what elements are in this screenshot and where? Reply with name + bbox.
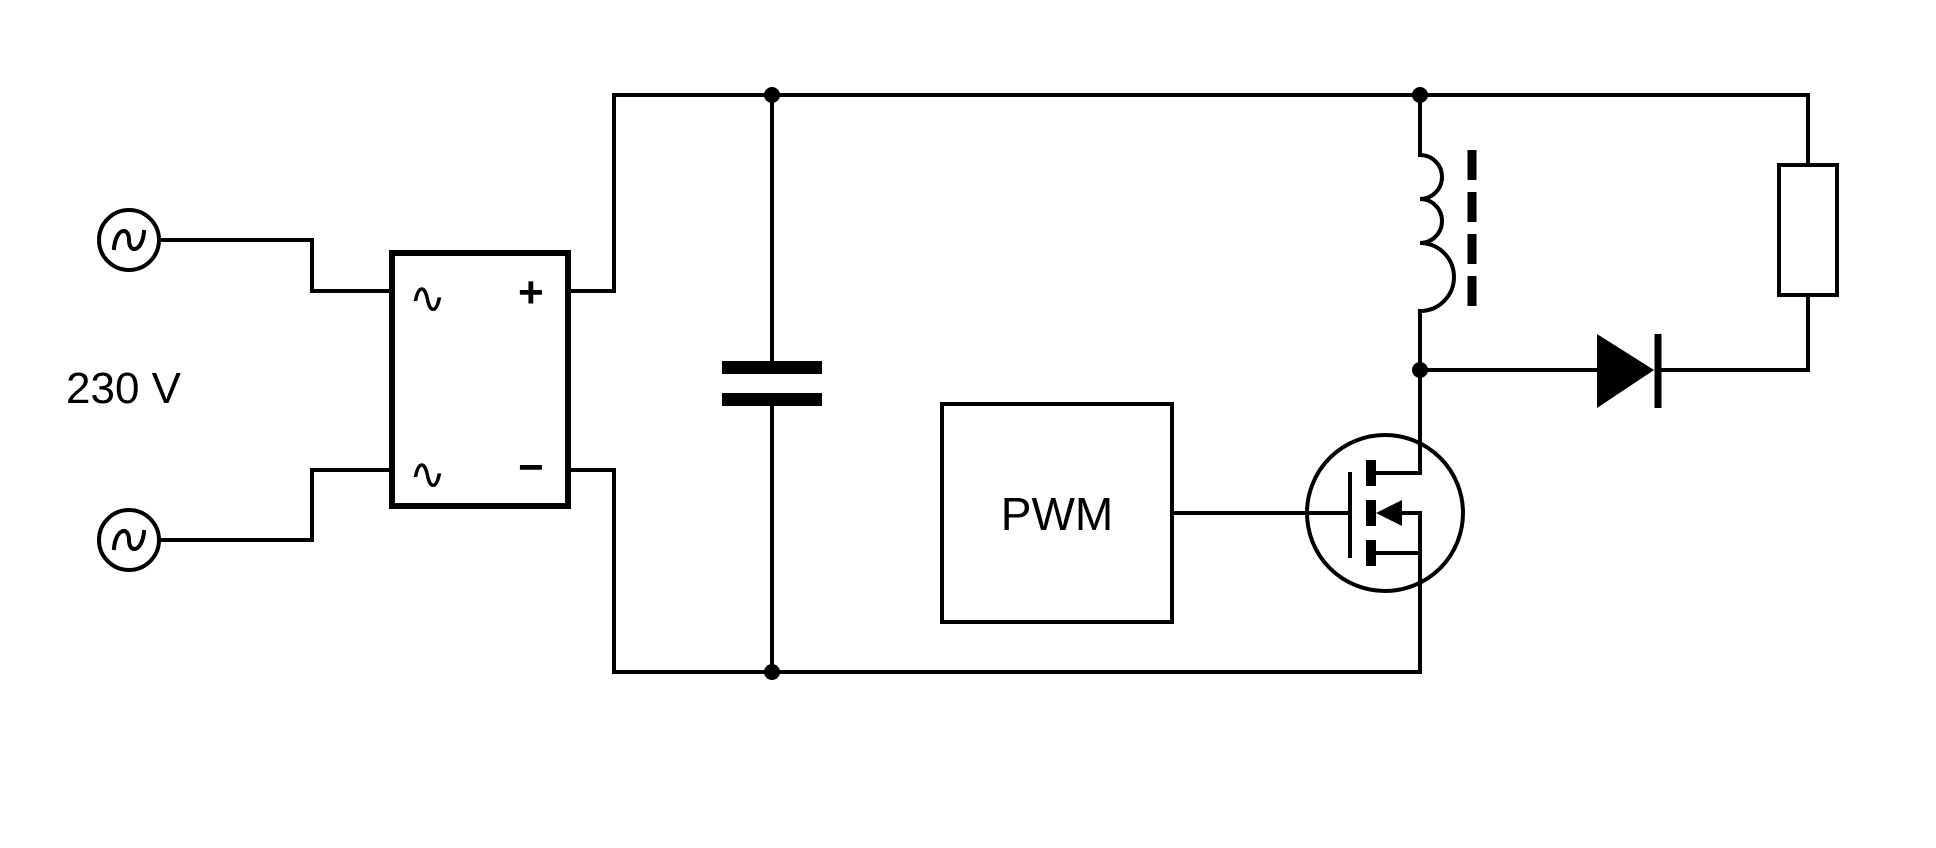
rectifier-minus-symbol: − (518, 443, 544, 492)
pwm-label: PWM (1001, 488, 1113, 540)
mosfet-channel-drain (1366, 460, 1376, 486)
ac-source-top (97, 208, 161, 272)
rectifier-ac-symbol-top: ∿ (409, 274, 446, 323)
mosfet-channel-body (1366, 500, 1376, 526)
junction-dot-cap-top (764, 87, 780, 103)
inductor (1417, 93, 1477, 372)
wire-dc-positive-rail (566, 93, 1810, 293)
mosfet (1305, 368, 1465, 674)
rectifier-ac-symbol-bottom: ∿ (409, 450, 446, 499)
wire-ac-bottom (157, 468, 394, 542)
bridge-rectifier: ∿ ∿ + − (389, 250, 571, 509)
pwm-controller: PWM (940, 402, 1174, 624)
diode (1418, 334, 1810, 408)
smoothing-capacitor (722, 93, 822, 674)
supply-voltage-label: 230 V (66, 364, 182, 413)
rectifier-plus-symbol: + (518, 268, 544, 317)
junction-dot-cap-bottom (764, 664, 780, 680)
mosfet-body-arrow (1376, 500, 1402, 526)
wire-ac-top (157, 238, 394, 293)
ac-source-bottom (97, 508, 161, 572)
mosfet-channel-source (1366, 540, 1376, 566)
load-resistor (1777, 93, 1839, 372)
